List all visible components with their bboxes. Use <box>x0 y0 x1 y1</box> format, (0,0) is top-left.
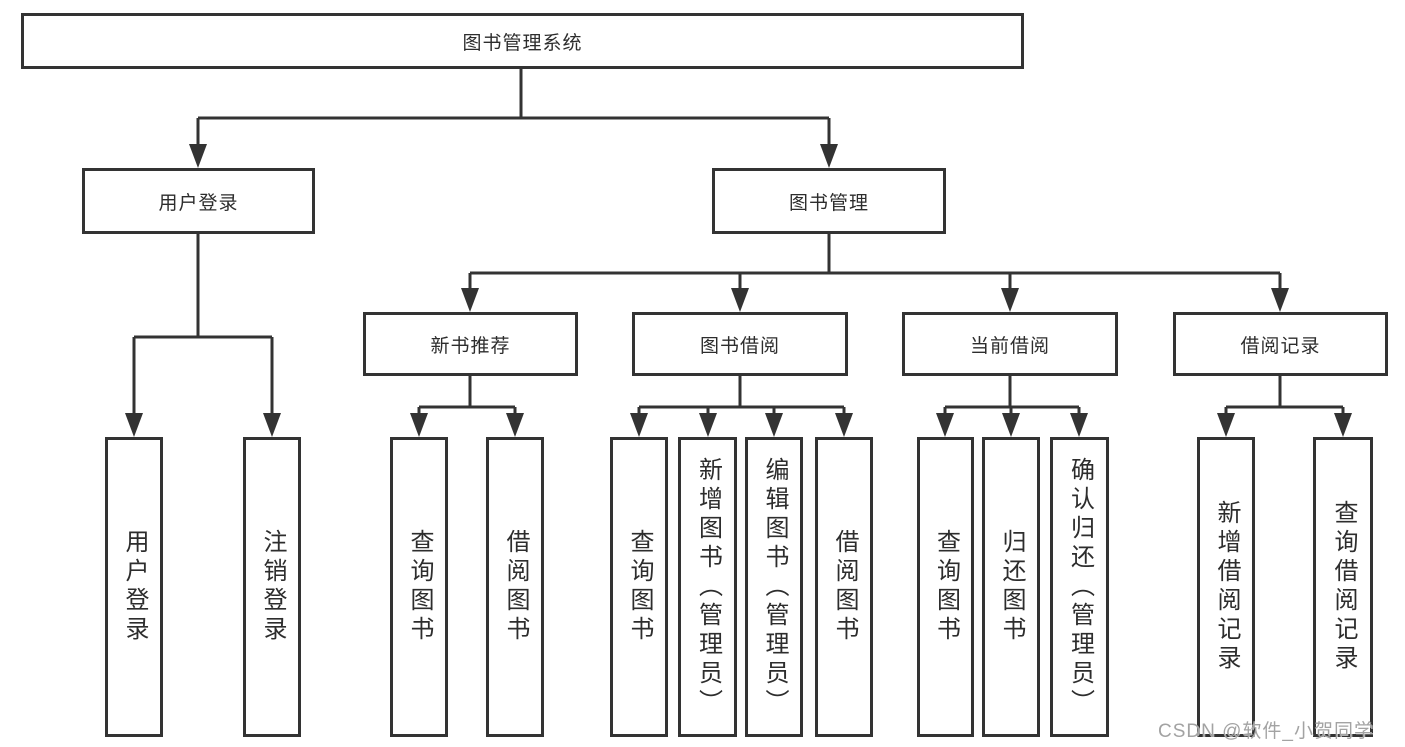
leaf-br-add-record: 新增借阅记录 <box>1197 437 1255 737</box>
leaf-cb-query-books: 查询图书 <box>917 437 974 737</box>
leaf-label: 借阅图书 <box>831 529 858 645</box>
node-borrow-records: 借阅记录 <box>1173 312 1388 376</box>
node-root: 图书管理系统 <box>21 13 1024 69</box>
leaf-bb-query-books: 查询图书 <box>610 437 668 737</box>
leaf-logout: 注销登录 <box>243 437 301 737</box>
leaf-label: 借阅图书 <box>502 529 529 645</box>
leaf-user-login: 用户登录 <box>105 437 163 737</box>
arrowheads <box>125 144 1352 437</box>
leaf-label: 查询借阅记录 <box>1330 500 1357 674</box>
leaf-label: 新增借阅记录 <box>1213 500 1240 674</box>
node-book-borrow: 图书借阅 <box>632 312 848 376</box>
leaf-label: 查询图书 <box>406 529 433 645</box>
leaf-label: 查询图书 <box>626 529 653 645</box>
leaf-nb-borrow-books: 借阅图书 <box>486 437 544 737</box>
leaf-label: 查询图书 <box>932 529 960 645</box>
leaf-bb-edit-book-admin: 编辑图书（管理员） <box>745 437 803 737</box>
node-new-book-recommend: 新书推荐 <box>363 312 578 376</box>
leaf-label: 归还图书 <box>998 529 1025 645</box>
leaf-nb-query-books: 查询图书 <box>390 437 448 737</box>
node-current-borrow: 当前借阅 <box>902 312 1118 376</box>
leaf-br-query-record: 查询借阅记录 <box>1313 437 1373 737</box>
leaf-bb-borrow-books: 借阅图书 <box>815 437 873 737</box>
leaf-cb-return-books: 归还图书 <box>982 437 1040 737</box>
csdn-watermark: CSDN @软件_小贺同学 <box>1158 721 1374 742</box>
leaf-label: 注销登录 <box>259 529 286 645</box>
leaf-bb-add-book-admin: 新增图书（管理员） <box>678 437 737 737</box>
leaf-label: 确认归还（管理员） <box>1066 456 1094 718</box>
node-user-login: 用户登录 <box>82 168 315 234</box>
node-book-management: 图书管理 <box>712 168 946 234</box>
leaf-cb-confirm-return-admin: 确认归还（管理员） <box>1050 437 1109 737</box>
leaf-label: 用户登录 <box>121 529 148 645</box>
leaf-label: 新增图书（管理员） <box>694 456 722 718</box>
leaf-label: 编辑图书（管理员） <box>761 456 788 718</box>
